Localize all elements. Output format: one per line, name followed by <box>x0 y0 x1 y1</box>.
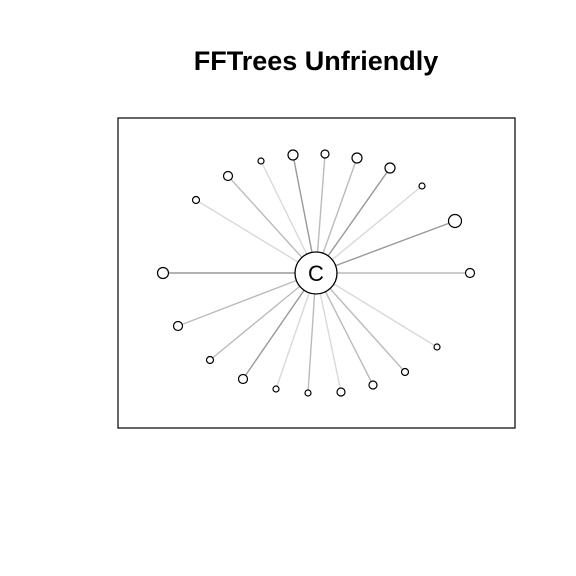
leaf-node-10 <box>433 343 441 351</box>
edge-13 <box>315 185 423 274</box>
edge-9 <box>315 272 406 373</box>
edge-20 <box>195 199 317 274</box>
leaf-node-13 <box>418 182 426 190</box>
chart-title: FFTrees Unfriendly <box>194 46 439 76</box>
leaf-node-2 <box>172 320 184 332</box>
leaf-node-12 <box>447 213 463 229</box>
edge-2 <box>177 272 317 327</box>
edge-3 <box>209 272 317 361</box>
edge-10 <box>315 272 438 348</box>
edge-19 <box>227 175 317 274</box>
center-node <box>294 251 338 295</box>
center-node-label: C <box>308 261 324 286</box>
leaf-node-5 <box>272 385 280 393</box>
leaf-node-18 <box>257 157 265 165</box>
leaf-node-1 <box>156 266 170 280</box>
leaf-node-4 <box>237 373 249 385</box>
leaf-node-7 <box>336 387 346 397</box>
leaf-node-9 <box>400 367 410 377</box>
plot-frame <box>117 117 516 429</box>
leaf-node-3 <box>205 355 215 365</box>
leaf-node-8 <box>368 380 378 390</box>
leaf-node-20 <box>191 195 201 205</box>
node-group <box>156 149 476 397</box>
leaf-node-17 <box>287 149 299 161</box>
leaf-node-16 <box>320 149 330 159</box>
edge-12 <box>315 220 456 274</box>
leaf-node-19 <box>222 170 234 182</box>
leaf-node-11 <box>464 267 476 279</box>
leaf-node-14 <box>384 162 396 174</box>
leaf-node-6 <box>304 389 312 397</box>
leaf-node-15 <box>351 152 363 164</box>
